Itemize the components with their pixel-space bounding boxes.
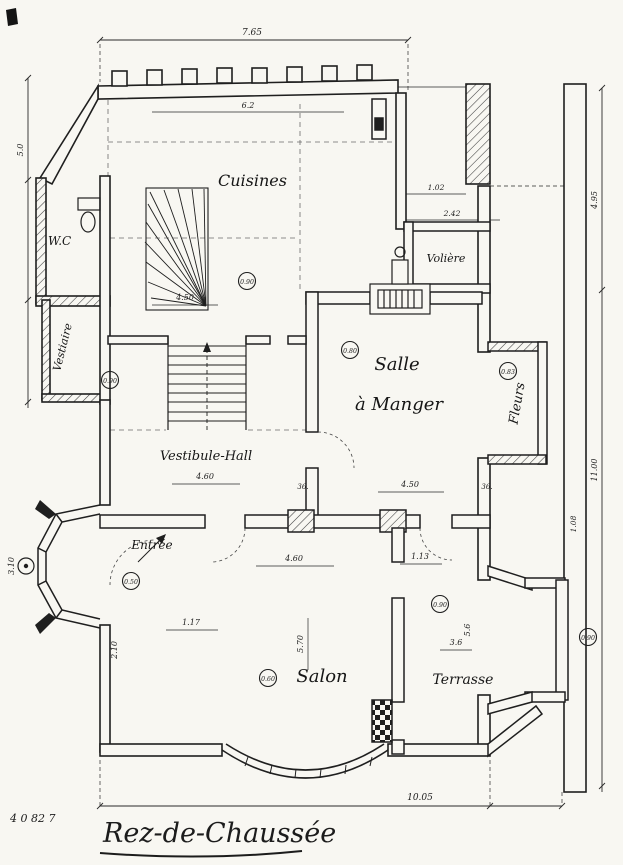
marker-salle: 0.80 [340,340,360,360]
sheet-title: Rez-de-Chaussée [102,818,336,849]
dim-bottom-overall: 10.05 [407,793,433,803]
dim-top-overall: 7.65 [242,28,262,38]
cistern-fixture [77,197,101,211]
door-swings [109,431,453,586]
interior-walls [99,98,569,758]
label-salle: Salle [374,354,419,375]
dim-right-v3: 1.08 [569,515,578,532]
label-vestibule-hall: Vestibule-Hall [160,449,252,464]
benchmark-symbol [17,557,35,575]
marker-terrasse: 0.90 [430,594,450,614]
level-markers: 0.90 0.90 0.80 0.83 0.50 0.90 0.60 0.90 [100,271,598,688]
dim-right-v1: 4.95 [590,191,599,210]
dim-left-v1: 5.0 [16,144,25,157]
label-wc: W.C [48,234,71,248]
entry-porch [35,500,101,634]
title-underline [99,850,303,858]
winder-stair [144,187,209,311]
marker-right-edge: 0.90 [578,627,598,647]
dim-vestibule-w: 4.60 [195,472,214,481]
dim-salon-top: 4.60 [284,554,303,563]
marker-hall-value: 0.90 [103,378,117,385]
marker-salon: 0.60 [258,668,278,688]
dim-door-a: 36. [297,483,308,491]
dim-salle-w: 4.50 [400,480,419,489]
dim-cuisines-w: 4.50 [175,293,194,302]
fixtures [17,197,431,575]
label-terrasse: Terrasse [433,672,494,688]
dim-terrasse-h: 5.6 [463,624,472,637]
label-salon: Salon [296,666,347,687]
scan-mark [6,8,18,26]
dim-salon-inner: 1.17 [182,618,201,627]
label-fleurs: Fleurs [506,381,528,426]
toilet-fixture [80,211,96,233]
room-labels: Cuisines W.C Vestiaire Volière Salle à M… [48,171,529,688]
dimension-labels: 7.65 6.2 1.02 2.42 4.95 11.00 1.08 4.50 … [7,28,599,803]
main-stair [167,336,247,430]
entry-arrow [137,534,166,563]
marker-salle-value: 0.80 [343,348,357,355]
marker-right-edge-value: 0.90 [581,635,595,642]
marker-hall: 0.90 [100,370,120,390]
dim-salon-h: 5.70 [296,635,305,653]
dim-voliere-w2: 2.42 [443,209,461,218]
marker-fleurs: 0.83 [498,361,518,381]
stairs [144,187,247,430]
dim-porch-h: 3.10 [7,557,16,575]
marker-entree-value: 0.50 [124,579,138,586]
label-a-manger: à Manger [355,394,444,415]
marker-cuisines: 0.90 [237,271,257,291]
dim-terrasse-top: 1.13 [411,552,429,561]
title-block: 4 0 82 7 Rez-de-Chaussée [9,812,336,858]
dim-top-inner: 6.2 [242,101,255,110]
pencil-construction-lines [107,100,394,431]
stove-fixture [369,246,431,315]
dim-right-v2: 11.00 [590,459,599,482]
dim-door-b: 36. [481,483,492,491]
marker-entree: 0.50 [121,571,141,591]
dim-voliere-w1: 1.02 [428,183,445,192]
label-entree: Entrée [130,538,172,552]
marker-terrasse-value: 0.90 [433,602,447,609]
dimension-lines [24,36,606,810]
marker-fleurs-value: 0.83 [501,369,515,376]
label-vestiaire: Vestiaire [50,321,75,372]
outer-walls [35,64,587,793]
dim-entry-h: 2.10 [110,641,119,660]
dim-terrasse-w: 3.6 [450,638,463,647]
label-cuisines: Cuisines [218,171,287,190]
marker-cuisines-value: 0.90 [240,279,254,286]
sheet-note: 4 0 82 7 [9,812,55,825]
marker-salon-value: 0.60 [261,676,275,683]
label-voliere: Volière [427,252,466,265]
